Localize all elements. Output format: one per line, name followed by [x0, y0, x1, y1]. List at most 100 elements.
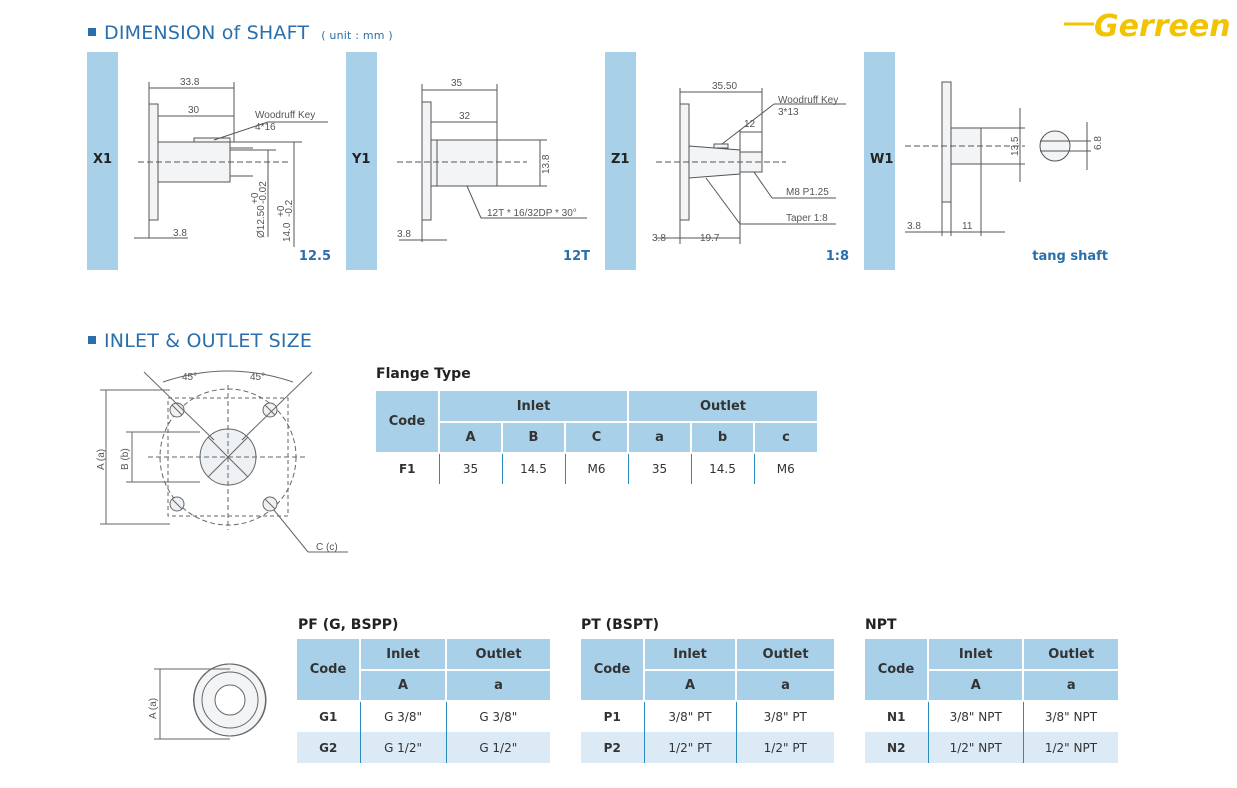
- table-cell: M6: [776, 462, 795, 476]
- row-code: G1: [297, 701, 361, 732]
- svg-text:3.8: 3.8: [652, 233, 666, 244]
- flange-drawing: 45° 45° A (a) B (b) C (c): [96, 370, 348, 553]
- col-header: a: [446, 670, 550, 702]
- flange-table: Code Inlet Outlet A B C a b c F1 35 14.5…: [376, 391, 817, 484]
- table-cell: 35: [628, 453, 692, 484]
- table-cell: G 1/2": [446, 732, 550, 763]
- shaft-code: W1: [870, 152, 894, 167]
- svg-text:Woodruff Key: Woodruff Key: [255, 110, 315, 121]
- thread-table-pt: Code Inlet Outlet A a P1 3/8" PT 3/8" PT…: [581, 639, 834, 763]
- svg-text:30: 30: [188, 105, 200, 116]
- svg-text:6.8: 6.8: [1093, 136, 1104, 150]
- outlet-header: Outlet: [446, 639, 550, 671]
- table-cell: 1/2" PT: [736, 732, 834, 763]
- svg-text:3*13: 3*13: [778, 107, 799, 118]
- col-header: b: [691, 422, 755, 454]
- svg-text:35.50: 35.50: [712, 81, 737, 92]
- svg-text:3.8: 3.8: [173, 228, 187, 239]
- svg-text:-0.02: -0.02: [258, 181, 269, 204]
- shaft-band: [864, 52, 895, 270]
- svg-text:Ø12.50: Ø12.50: [256, 205, 267, 238]
- table-row: P1 3/8" PT 3/8" PT: [581, 701, 834, 732]
- code-header: Code: [376, 391, 440, 454]
- svg-text:14.0: 14.0: [282, 222, 293, 242]
- col-header: a: [628, 422, 692, 454]
- svg-text:B (b): B (b): [120, 448, 131, 470]
- table-cell: 3/8" PT: [763, 710, 807, 724]
- flange-table-title: Flange Type: [376, 366, 471, 382]
- table-cell: 1/2" NPT: [1023, 732, 1118, 763]
- svg-text:13.5: 13.5: [1010, 136, 1021, 156]
- row-code: F1: [376, 453, 440, 484]
- svg-text:13.8: 13.8: [541, 154, 552, 174]
- shaft-code: Z1: [611, 152, 630, 167]
- shaft-panel-z1: Z1 35.50 Woodruff Key 3*13 12 M8 P1.25 T…: [605, 52, 863, 270]
- col-header: c: [754, 422, 817, 454]
- table-row: P2 1/2" PT 1/2" PT: [581, 732, 834, 763]
- svg-text:+0: +0: [250, 192, 261, 204]
- thread-table-title: PF (G, BSPP): [298, 617, 399, 633]
- table-cell: 3/8" NPT: [1044, 710, 1098, 724]
- logo-text: Gerreen: [1094, 9, 1230, 44]
- svg-text:C (c): C (c): [316, 542, 338, 553]
- row-code: N1: [865, 701, 929, 732]
- svg-text:32: 32: [459, 111, 471, 122]
- col-header: C: [565, 422, 629, 454]
- table-cell: 14.5: [691, 453, 755, 484]
- shaft-code: X1: [93, 152, 113, 167]
- col-header: a: [1023, 670, 1118, 702]
- outlet-header: Outlet: [628, 391, 817, 423]
- svg-text:Taper 1:8: Taper 1:8: [786, 213, 828, 224]
- port-drawing: A (a): [148, 663, 267, 740]
- thread-table-title: PT (BSPT): [581, 617, 660, 633]
- outlet-header: Outlet: [1023, 639, 1118, 671]
- shaft-band: [605, 52, 636, 270]
- table-cell: 3/8" PT: [644, 701, 737, 732]
- col-header: a: [736, 670, 834, 702]
- col-header: B: [502, 422, 566, 454]
- table-cell: G 3/8": [360, 701, 447, 732]
- table-cell: G 3/8": [479, 710, 518, 724]
- table-cell: 14.5: [502, 453, 566, 484]
- table-cell: 1/2" PT: [644, 732, 737, 763]
- table-cell: 35: [439, 453, 503, 484]
- shaft-caption: tang shaft: [1032, 249, 1108, 264]
- shaft-title-text: DIMENSION of SHAFT: [104, 22, 310, 44]
- col-header: A: [644, 670, 738, 702]
- svg-text:A (a): A (a): [96, 449, 107, 470]
- inlet-header: Inlet: [644, 639, 738, 671]
- code-header: Code: [865, 639, 929, 702]
- col-header: A: [439, 422, 503, 454]
- outlet-header: Outlet: [736, 639, 834, 671]
- table-row: G1 G 3/8" G 3/8": [297, 701, 550, 732]
- shaft-caption: 12.5: [298, 249, 331, 264]
- svg-text:-0.2: -0.2: [284, 199, 295, 217]
- shaft-band: [87, 52, 118, 270]
- svg-text:M8 P1.25: M8 P1.25: [786, 187, 829, 198]
- shaft-section-title: DIMENSION of SHAFT( unit : mm ): [88, 22, 393, 44]
- shaft-caption: 1:8: [825, 249, 849, 264]
- svg-text:3.8: 3.8: [397, 229, 411, 240]
- inlet-header: Inlet: [439, 391, 629, 423]
- table-row: F1 35 14.5 M6 35 14.5 M6: [376, 453, 817, 484]
- shaft-panel-w1: W1 13.5 6.8 3.8 11 tang shaft: [864, 52, 1122, 270]
- shaft-drawing-w1: 13.5 6.8 3.8 11: [905, 81, 1104, 236]
- shaft-panel-x1: X1 33.8 30 Woodruff Key 4*16 3.8 Ø12.50 …: [87, 52, 345, 270]
- thread-table-npt: Code Inlet Outlet A a N1 3/8" NPT 3/8" N…: [865, 639, 1118, 763]
- shaft-panel-y1: Y1 35 32 13.8 12T * 16/32DP * 30° 3.8 12…: [346, 52, 604, 270]
- shaft-caption: 12T: [563, 249, 590, 264]
- bullet-icon: [88, 336, 96, 344]
- code-header: Code: [297, 639, 361, 702]
- svg-text:12: 12: [744, 119, 756, 130]
- thread-table-title: NPT: [865, 617, 897, 633]
- svg-text:33.8: 33.8: [180, 77, 200, 88]
- svg-text:45°: 45°: [182, 372, 197, 383]
- shaft-drawing-z1: 35.50 Woodruff Key 3*13 12 M8 P1.25 Tape…: [652, 81, 846, 244]
- shaft-code: Y1: [352, 152, 371, 167]
- table-cell: G 1/2": [360, 732, 447, 763]
- svg-text:12T * 16/32DP * 30°: 12T * 16/32DP * 30°: [487, 208, 577, 219]
- svg-text:35: 35: [451, 78, 463, 89]
- thread-table-pf: Code Inlet Outlet A a G1 G 3/8" G 3/8" G…: [297, 639, 550, 763]
- col-header: A: [928, 670, 1025, 702]
- svg-text:A (a): A (a): [148, 698, 159, 719]
